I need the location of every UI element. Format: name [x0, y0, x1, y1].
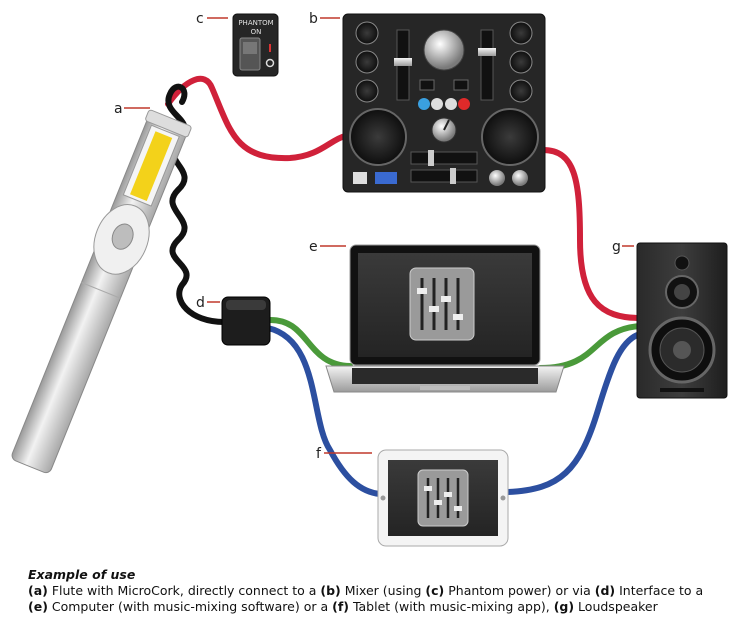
master-knob [423, 29, 465, 71]
red-cable-mixer-speaker [540, 147, 643, 321]
jog-wheel-left [349, 108, 407, 166]
caption-text: Computer (with music-mixing software) or… [47, 599, 333, 614]
label-a: a [114, 101, 123, 117]
caption-text: Loudspeaker [574, 599, 658, 614]
tablet-mixing-app-icon [417, 469, 469, 527]
label-c: c [196, 11, 204, 27]
flute-with-microcork [11, 109, 192, 474]
caption-marker: (b) [320, 583, 341, 598]
microcork-yellow [130, 131, 173, 202]
flute-end-cap [145, 109, 192, 138]
cables [165, 75, 643, 497]
audio-interface [221, 296, 271, 346]
tablet [377, 449, 509, 547]
switch-label-on: ON [251, 28, 262, 36]
label-e: e [309, 239, 318, 255]
caption-marker: (d) [594, 583, 616, 598]
caption-text: Flute with MicroCork, directly connect t… [47, 583, 321, 598]
laptop-computer [325, 244, 565, 393]
caption-marker: (a) [28, 583, 48, 598]
label-b: b [309, 11, 318, 27]
letter-labels: a b c d e f g [114, 11, 634, 462]
loudspeaker [636, 242, 728, 399]
caption-text: Interface to a [615, 583, 704, 598]
mixer [342, 13, 546, 193]
caption-text: Tablet (with music-mixing app), [348, 599, 554, 614]
mixing-app-icon [409, 267, 475, 341]
phantom-power-switch: PHANTOM ON [232, 13, 279, 77]
label-f: f [316, 446, 322, 462]
caption-text: Mixer (using [340, 583, 426, 598]
caption-heading: Example of use [28, 567, 136, 582]
caption-text: Phantom power) or via [444, 583, 595, 598]
caption-line-2: (e) Computer (with music-mixing software… [28, 599, 728, 615]
usage-diagram: PHANTOM ON [11, 11, 728, 547]
label-d: d [196, 295, 205, 311]
embouchure-hole [111, 223, 134, 250]
caption-marker: (e) [28, 599, 48, 614]
caption-marker: (g) [553, 599, 575, 614]
jog-wheel-right [481, 108, 539, 166]
red-cable-flute-mixer [165, 75, 348, 162]
blue-cable-tablet-speaker [505, 331, 643, 495]
caption-marker: (c) [425, 583, 445, 598]
black-coiled-cable [165, 83, 227, 325]
switch-label-phantom: PHANTOM [238, 19, 273, 27]
green-cable-interface-laptop [265, 316, 353, 369]
caption: Example of use (a) Flute with MicroCork,… [28, 567, 728, 615]
label-g: g [612, 239, 621, 255]
caption-line-1: (a) Flute with MicroCork, directly conne… [28, 583, 728, 599]
caption-marker: (f) [332, 599, 349, 614]
blue-cable-interface-tablet [265, 325, 383, 497]
